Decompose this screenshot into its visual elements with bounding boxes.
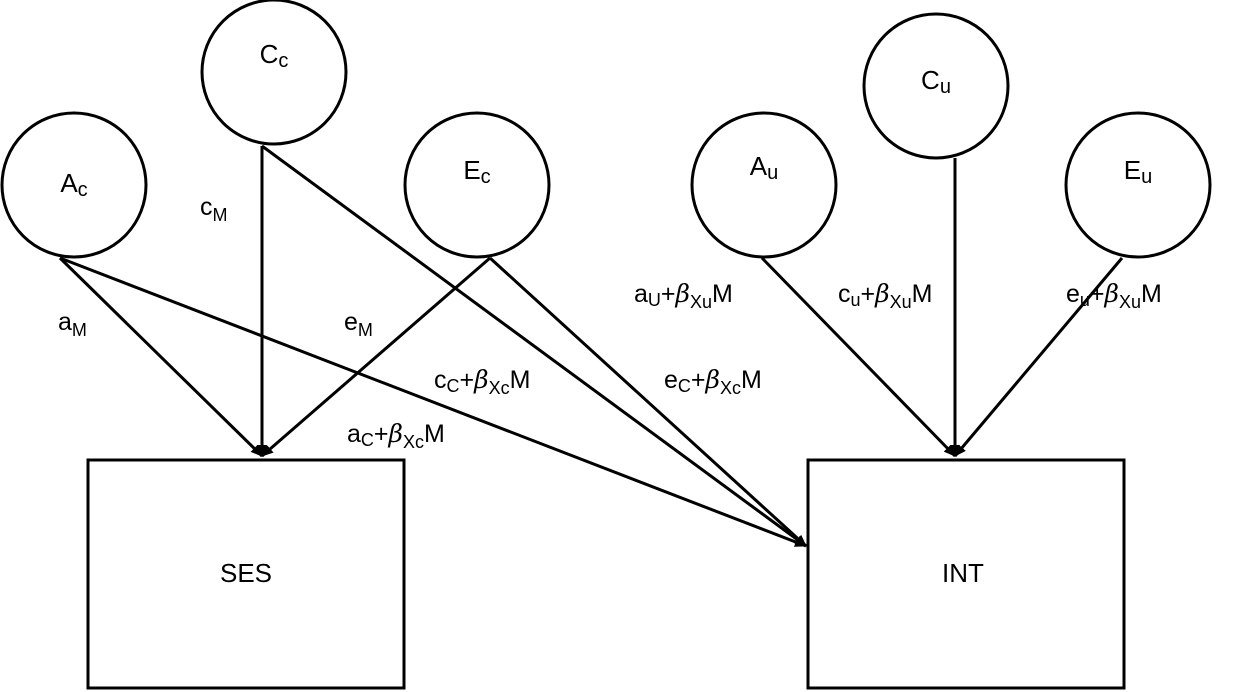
node-ac-label: Ac (60, 168, 87, 201)
int-label: INT (942, 558, 984, 588)
edge-label-cm: cM (200, 193, 228, 225)
node-cu (862, 12, 1010, 160)
node-ec (403, 111, 551, 259)
arrow-ec-ses (261, 256, 491, 458)
node-au-label: Au (750, 151, 778, 184)
int-box (806, 458, 1126, 690)
node-eu-label: Eu (1124, 155, 1152, 188)
edge-label-am: aM (58, 308, 87, 340)
node-eu (1064, 111, 1212, 259)
node-cu-label: Cu (921, 65, 951, 98)
arrow-ec-int (488, 256, 808, 548)
ses-label: SES (220, 558, 272, 588)
arrow-au-int (760, 256, 957, 458)
arrow-eu-int (953, 257, 1124, 457)
edge-label-cu-int: cu+βXuM (838, 279, 932, 312)
node-cc-label: Cc (260, 39, 289, 72)
edge-label-ac-int: aC+βXcM (347, 419, 445, 452)
edge-label-em: eM (344, 308, 373, 340)
edge-label-ec-int: eC+βXcM (664, 365, 762, 398)
node-ac (0, 111, 148, 259)
edge-label-eu-int: eu+βXuM (1066, 279, 1162, 312)
node-cc (200, 0, 348, 146)
arrow-cc-int (261, 144, 807, 548)
node-ec-label: Ec (463, 155, 490, 188)
arrow-ac-int (59, 256, 807, 548)
arrow-ac-ses (58, 256, 264, 458)
edge-label-au-int: aU+βXuM (634, 279, 733, 312)
node-au (690, 111, 838, 259)
edge-label-cc-int: cC+βXcM (434, 365, 530, 398)
ses-box (86, 458, 406, 690)
